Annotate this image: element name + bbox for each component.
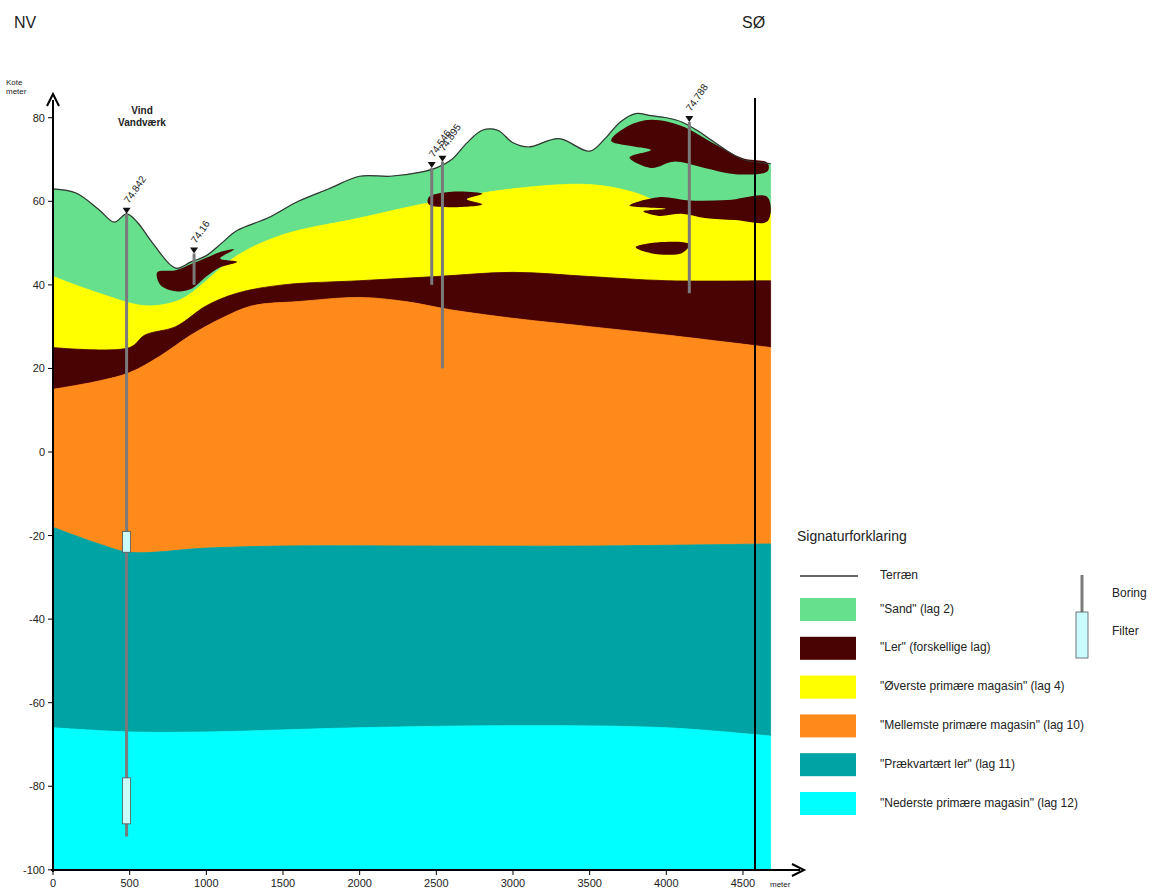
borehole-marker: [190, 248, 198, 254]
filter-screen: [428, 276, 436, 277]
site-label: Vind Vandværk: [107, 105, 177, 128]
filter-screen: [123, 531, 131, 552]
lower-aquifer-layer: [53, 726, 771, 870]
tick-label: -20: [29, 529, 45, 542]
legend-text: "Mellemste primære magasin" (lag 10): [880, 719, 1084, 733]
borehole: [430, 168, 433, 285]
borehole-marker: [123, 208, 131, 214]
tick-label: 80: [33, 111, 45, 124]
clay-lens: [157, 249, 237, 291]
legend-text: "Prækvartært ler" (lag 11): [880, 758, 1015, 772]
prequaternary-clay-layer: [53, 527, 771, 736]
legend-text: "Sand" (lag 2): [880, 603, 954, 617]
tick-label: 60: [33, 195, 45, 208]
legend-swatch: [800, 676, 856, 699]
borehole-label: 74.16: [189, 218, 213, 245]
clay-lens: [630, 195, 771, 223]
borehole-marker: [438, 156, 446, 162]
borehole-label: 74.842: [121, 174, 148, 206]
legend-swatch: [800, 714, 856, 737]
tick-label: 1000: [194, 877, 218, 890]
tick-label: 40: [33, 279, 45, 292]
axis-title: Kote meter: [6, 78, 38, 96]
direction-label: NV: [14, 14, 36, 32]
tick-label: 500: [120, 877, 138, 890]
legend-text: Filter: [1112, 625, 1139, 639]
filter-screen: [190, 284, 198, 285]
clay-lens: [428, 191, 483, 207]
middle-aquifer-layer: [53, 297, 771, 552]
tick-label: -40: [29, 613, 45, 626]
legend-text: "Ler" (forskellige lag): [880, 641, 991, 655]
terrain-line: [53, 113, 771, 268]
axes: [47, 94, 804, 876]
tick-label: 4500: [731, 877, 755, 890]
tick-label: -60: [29, 696, 45, 709]
filter-screen: [123, 778, 131, 824]
direction-label: SØ: [742, 14, 765, 32]
tick-label: 1500: [271, 877, 295, 890]
legend-text: "Øverste primære magasin" (lag 4): [880, 680, 1065, 694]
legend-swatch: [800, 753, 856, 776]
borehole: [688, 122, 691, 293]
tick-label: -100: [23, 863, 45, 876]
legend-text: Terræn: [880, 569, 918, 583]
tick-label: -80: [29, 780, 45, 793]
legend-text: Boring: [1112, 587, 1147, 601]
filter-screen: [685, 293, 693, 294]
tick-label: 2000: [347, 877, 371, 890]
legend-swatch: [800, 637, 856, 660]
tick-label: 4000: [654, 877, 678, 890]
tick-label: 2500: [424, 877, 448, 890]
tick-label: 0: [39, 446, 45, 459]
borehole-label: 74.788: [684, 82, 711, 114]
borehole-marker: [428, 162, 436, 168]
clay-lens: [636, 242, 690, 255]
legend-text: "Nederste primære magasin" (lag 12): [880, 797, 1078, 811]
borehole: [441, 162, 444, 369]
tick-label: 3500: [577, 877, 601, 890]
tick-label: 0: [50, 877, 56, 890]
borehole-marker: [685, 116, 693, 122]
tick-label: 3000: [501, 877, 525, 890]
legend-swatch: [800, 598, 856, 621]
borehole: [125, 214, 128, 837]
tick-label: 20: [33, 362, 45, 375]
borehole: [193, 254, 196, 285]
axis-title: meter: [770, 880, 790, 889]
legend-heading: Signaturforklaring: [797, 528, 907, 544]
legend-swatch: [800, 792, 856, 815]
